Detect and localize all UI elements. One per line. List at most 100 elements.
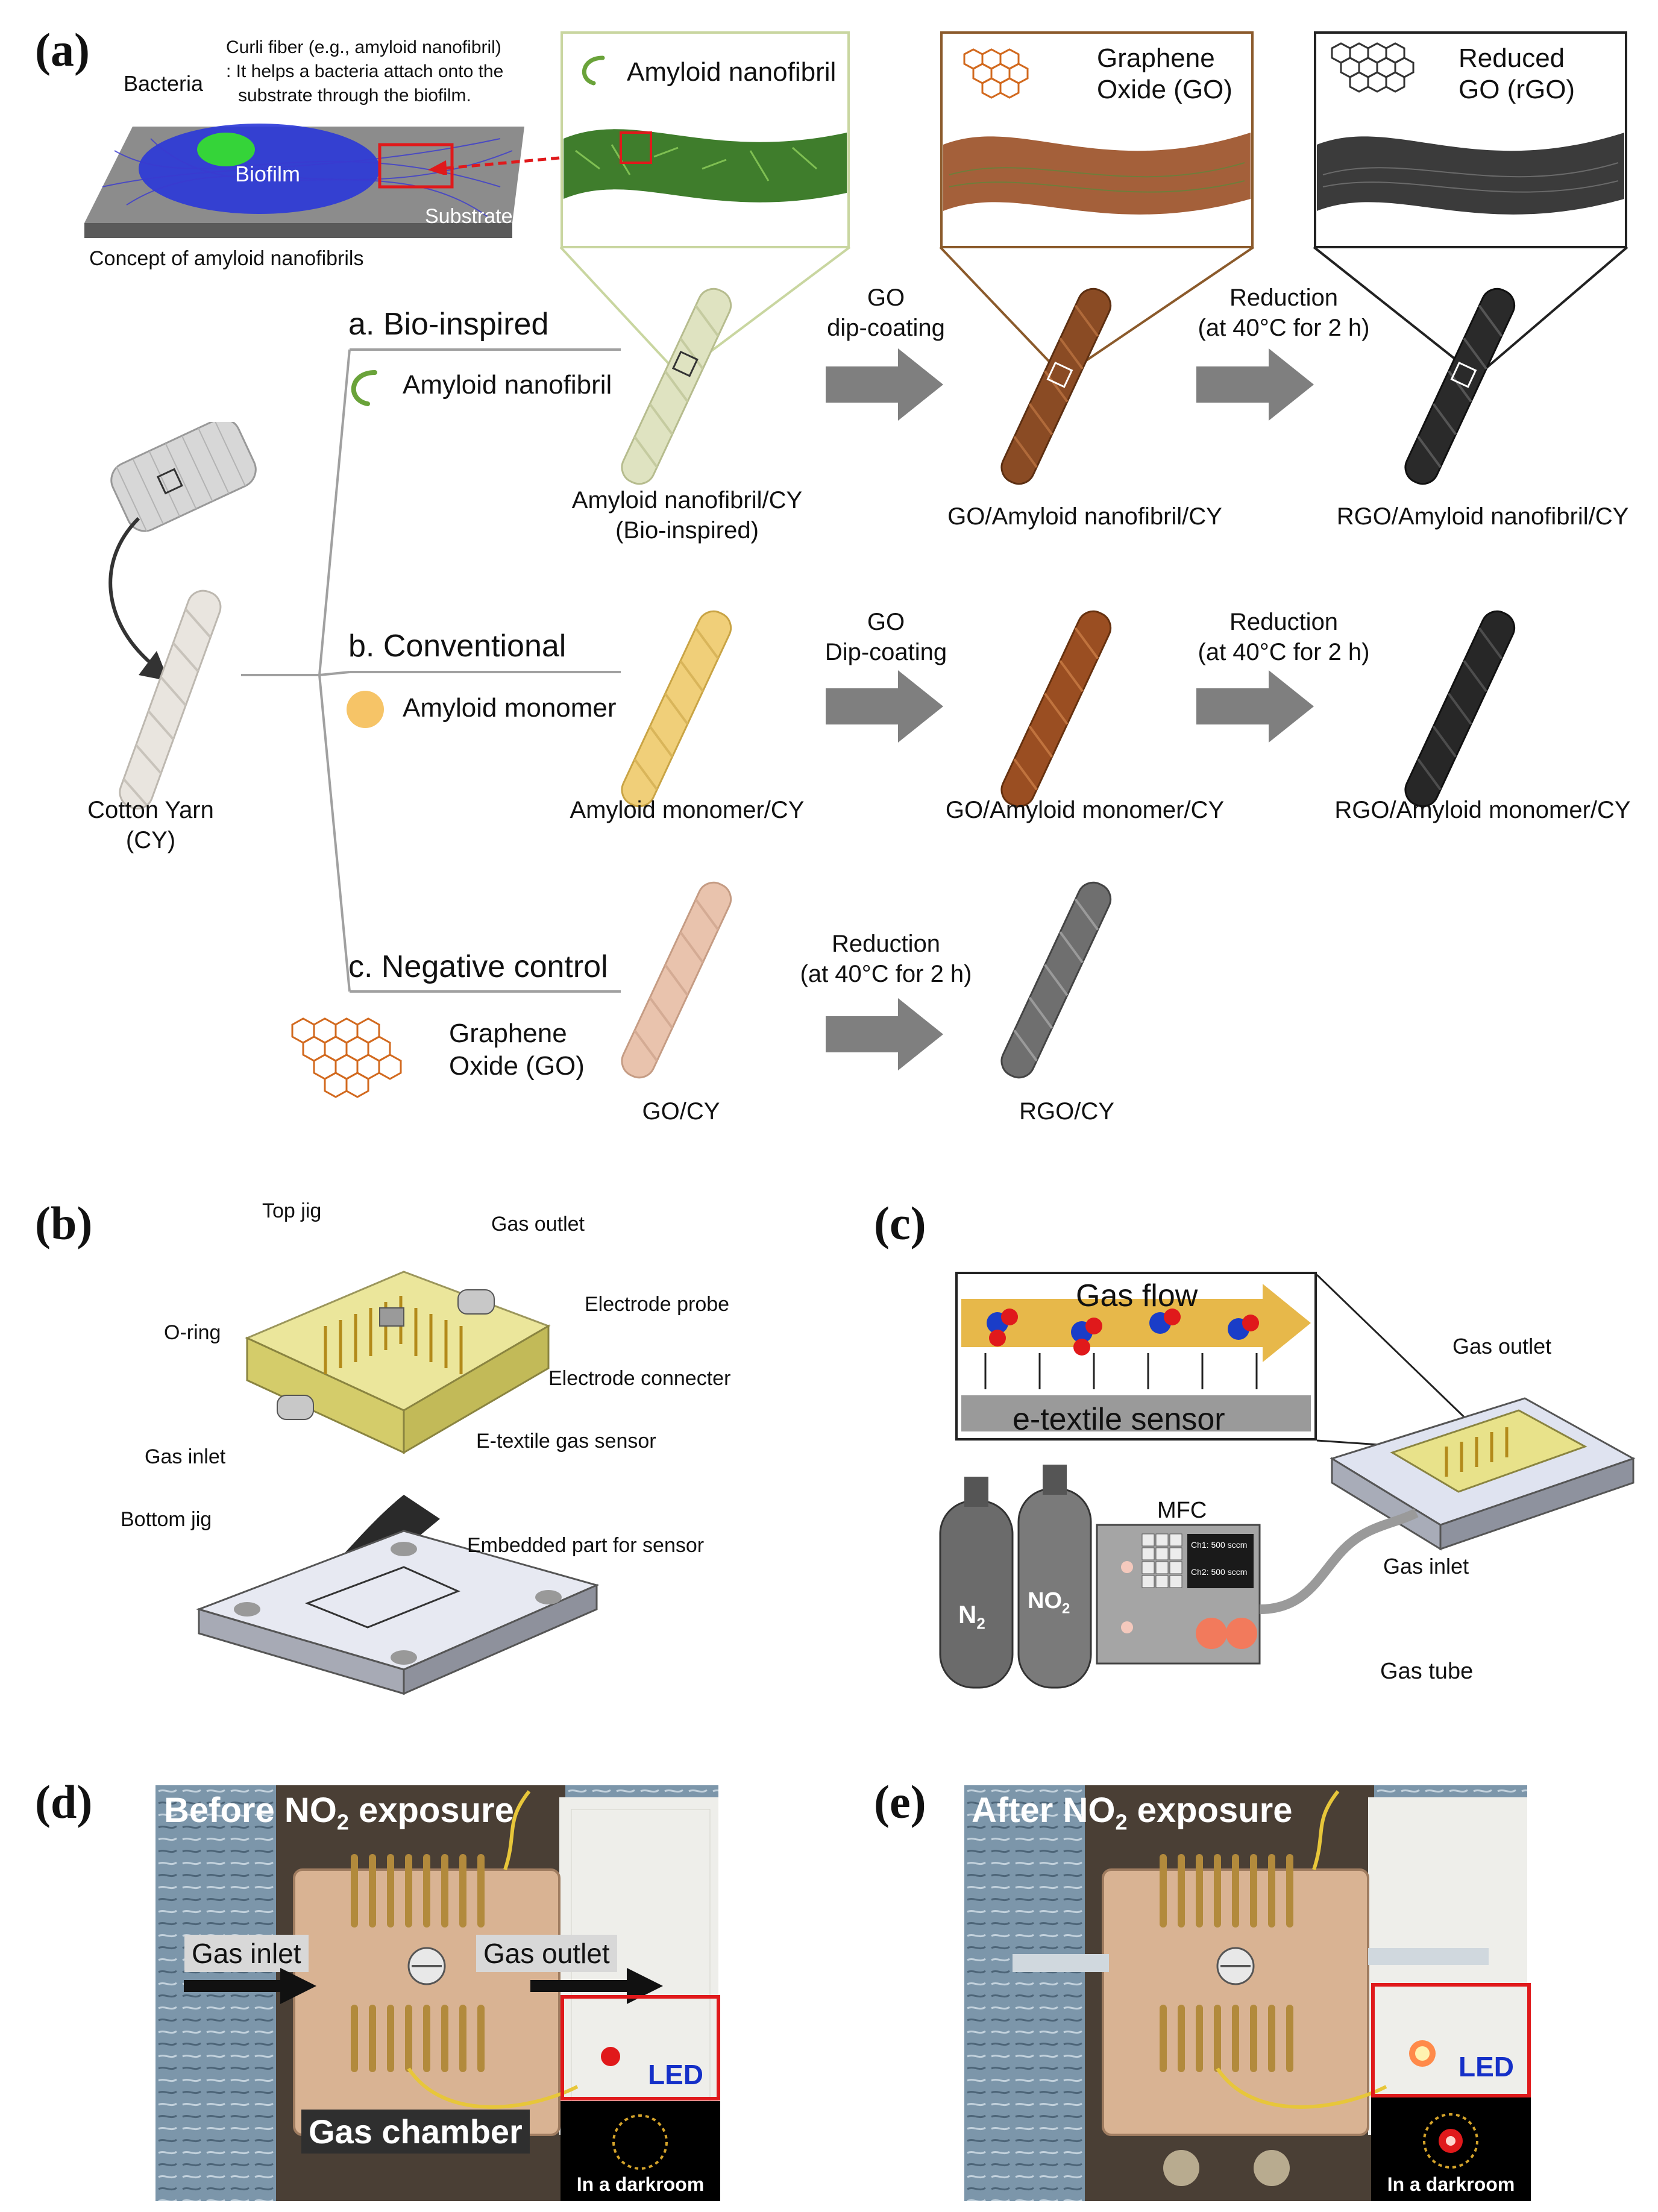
led-on-indicator [1423, 2113, 1478, 2169]
amyloid-curl-icon [582, 55, 605, 86]
mfc-ch1-readout: Ch1: 500 sccm [1191, 1540, 1248, 1550]
row-c-title: c. Negative control [348, 949, 608, 984]
go-molecule-icon [963, 48, 1029, 99]
yarn-a2-label: GO/Amyloid nanofibril/CY [947, 503, 1222, 530]
bacteria-label: Bacteria [124, 71, 204, 96]
yarn-go-amyloid-nanofibril [1000, 287, 1112, 485]
row-c-step1-line1: Reduction [831, 931, 941, 957]
curli-note-line2: : It helps a bacteria attach onto the [226, 61, 504, 81]
rgo-lattice-icon [1331, 42, 1415, 93]
zoom-box-go [940, 31, 1254, 248]
row-a-material: Amyloid nanofibril [403, 370, 612, 400]
row-a-step1-line1: GO [867, 284, 905, 311]
biofilm-label: Biofilm [235, 162, 301, 186]
substrate-label: Substrate [425, 205, 513, 228]
cotton-yarn-render [119, 589, 222, 809]
zoom-box-amyloid [561, 31, 850, 248]
led-label-d: LED [648, 2059, 703, 2090]
dashed-red-arrow [428, 155, 573, 175]
gas-inlet-tag-d: Gas inlet [184, 1935, 309, 1972]
yarn-amyloid-nanofibril [621, 287, 732, 485]
panel-label-a: (a) [35, 24, 90, 76]
row-a-step1-line2: dip-coating [827, 315, 945, 341]
gas-outlet-tag-d: Gas outlet [476, 1935, 617, 1972]
cotton-yarn-label-line2: (CY) [125, 827, 176, 853]
darkroom-caption-d: In a darkroom [576, 2173, 705, 2195]
label-gas-outlet-b: Gas outlet [491, 1213, 585, 1236]
row-b-arrow1 [826, 670, 943, 743]
row-b-step2-line2: (at 40°C for 2 h) [1198, 639, 1370, 665]
amyloid-monomer-icon [347, 691, 384, 728]
panel-label-b: (b) [35, 1197, 93, 1249]
led-off-indicator [612, 2114, 668, 2170]
mfc-and-cylinders [939, 1465, 1419, 1689]
cotton-yarn-label-line1: Cotton Yarn [87, 797, 214, 823]
row-c-material-line1: Graphene [449, 1019, 567, 1048]
row-c-step1-line2: (at 40°C for 2 h) [800, 961, 972, 987]
led-highlight-box-d [561, 1995, 720, 2100]
yarn-b2-label: GO/Amyloid monomer/CY [945, 797, 1225, 823]
panel-label-d: (d) [35, 1776, 93, 1828]
yarn-go-cy [621, 881, 732, 1079]
label-top-jig: Top jig [262, 1199, 322, 1222]
chamber-assembly-render [1330, 1397, 1636, 1551]
darkroom-view-d [561, 2101, 720, 2201]
label-bottom-jig: Bottom jig [121, 1508, 212, 1531]
led-label-e: LED [1459, 2051, 1514, 2082]
row-b-step2-line1: Reduction [1229, 609, 1339, 635]
label-electrode-probe: Electrode probe [585, 1293, 730, 1316]
label-o-ring: O-ring [164, 1321, 221, 1344]
amyloid-concept-illustration [84, 124, 524, 238]
panel-label-c: (c) [874, 1197, 926, 1249]
yarn-b3-label: RGO/Amyloid monomer/CY [1334, 797, 1631, 823]
row-a-title: a. Bio-inspired [348, 307, 549, 342]
curli-note-line1: Curli fiber (e.g., amyloid nanofibril) [226, 37, 501, 57]
row-b-step1-line2: Dip-coating [824, 639, 947, 665]
zoom-go-label-line2: Oxide (GO) [1097, 75, 1233, 104]
zoom-go-label-line1: Graphene [1097, 43, 1215, 73]
yarn-amyloid-monomer [621, 610, 732, 808]
darkroom-caption-e: In a darkroom [1387, 2173, 1515, 2195]
no2-cylinder-label: NO2 [1028, 1588, 1070, 1617]
spool-and-arrow [108, 422, 257, 681]
after-exposure-title: After NO2 exposure [972, 1791, 1293, 1835]
branch-lines [241, 348, 621, 993]
label-electrode-connecter: Electrode connecter [548, 1367, 731, 1390]
panel-label-e: (e) [874, 1776, 926, 1828]
row-c-arrow1 [826, 998, 943, 1070]
row-a-step2-line2: (at 40°C for 2 h) [1198, 315, 1370, 341]
yarn-a3-label: RGO/Amyloid nanofibril/CY [1336, 503, 1629, 530]
led-highlight-box-e [1371, 1983, 1531, 2097]
go-fiber-render [943, 133, 1251, 215]
row-b-arrow2 [1196, 670, 1314, 743]
concept-caption: Concept of amyloid nanofibrils [89, 247, 364, 270]
zoom-box-rgo [1314, 31, 1627, 248]
label-gas-inlet-c: Gas inlet [1383, 1554, 1469, 1579]
yarn-a1-label-line2: (Bio-inspired) [615, 517, 759, 544]
label-gas-inlet-b: Gas inlet [145, 1445, 226, 1468]
gas-chamber-label: Gas chamber [301, 2110, 530, 2154]
label-gas-outlet-c: Gas outlet [1452, 1334, 1552, 1359]
row-c-material-line2: Oxide (GO) [449, 1051, 585, 1081]
rgo-fiber-render [1317, 133, 1624, 215]
yarn-c2-label: RGO/CY [1019, 1098, 1114, 1125]
yarn-rgo-amyloid-monomer [1404, 610, 1516, 808]
yarn-rgo-cy [1000, 881, 1112, 1079]
yarn-a1-label-line1: Amyloid nanofibril/CY [571, 487, 803, 514]
yarn-go-amyloid-monomer [1000, 610, 1112, 808]
label-gas-tube: Gas tube [1380, 1659, 1474, 1684]
before-exposure-title: Before NO2 exposure [164, 1791, 514, 1835]
photo-after-exposure [964, 1785, 1527, 2201]
yarn-b1-label: Amyloid monomer/CY [570, 797, 805, 823]
fabric-background-e [964, 1785, 1527, 2201]
gas-flow-label: Gas flow [1076, 1278, 1198, 1313]
amyloid-fiber-render [564, 129, 847, 203]
row-b-material: Amyloid monomer [403, 693, 617, 723]
darkroom-view-e [1371, 2097, 1531, 2201]
zoom-amyloid-label: Amyloid nanofibril [627, 57, 837, 87]
row-a-amyloid-curl-icon [351, 370, 377, 406]
gas-chamber-exploded-diagram: KU [196, 1271, 600, 1695]
mfc-ch2-readout: Ch2: 500 sccm [1191, 1567, 1248, 1577]
row-c-go-molecule-icon [291, 1017, 402, 1098]
zoom-rgo-label-line2: GO (rGO) [1459, 75, 1575, 104]
